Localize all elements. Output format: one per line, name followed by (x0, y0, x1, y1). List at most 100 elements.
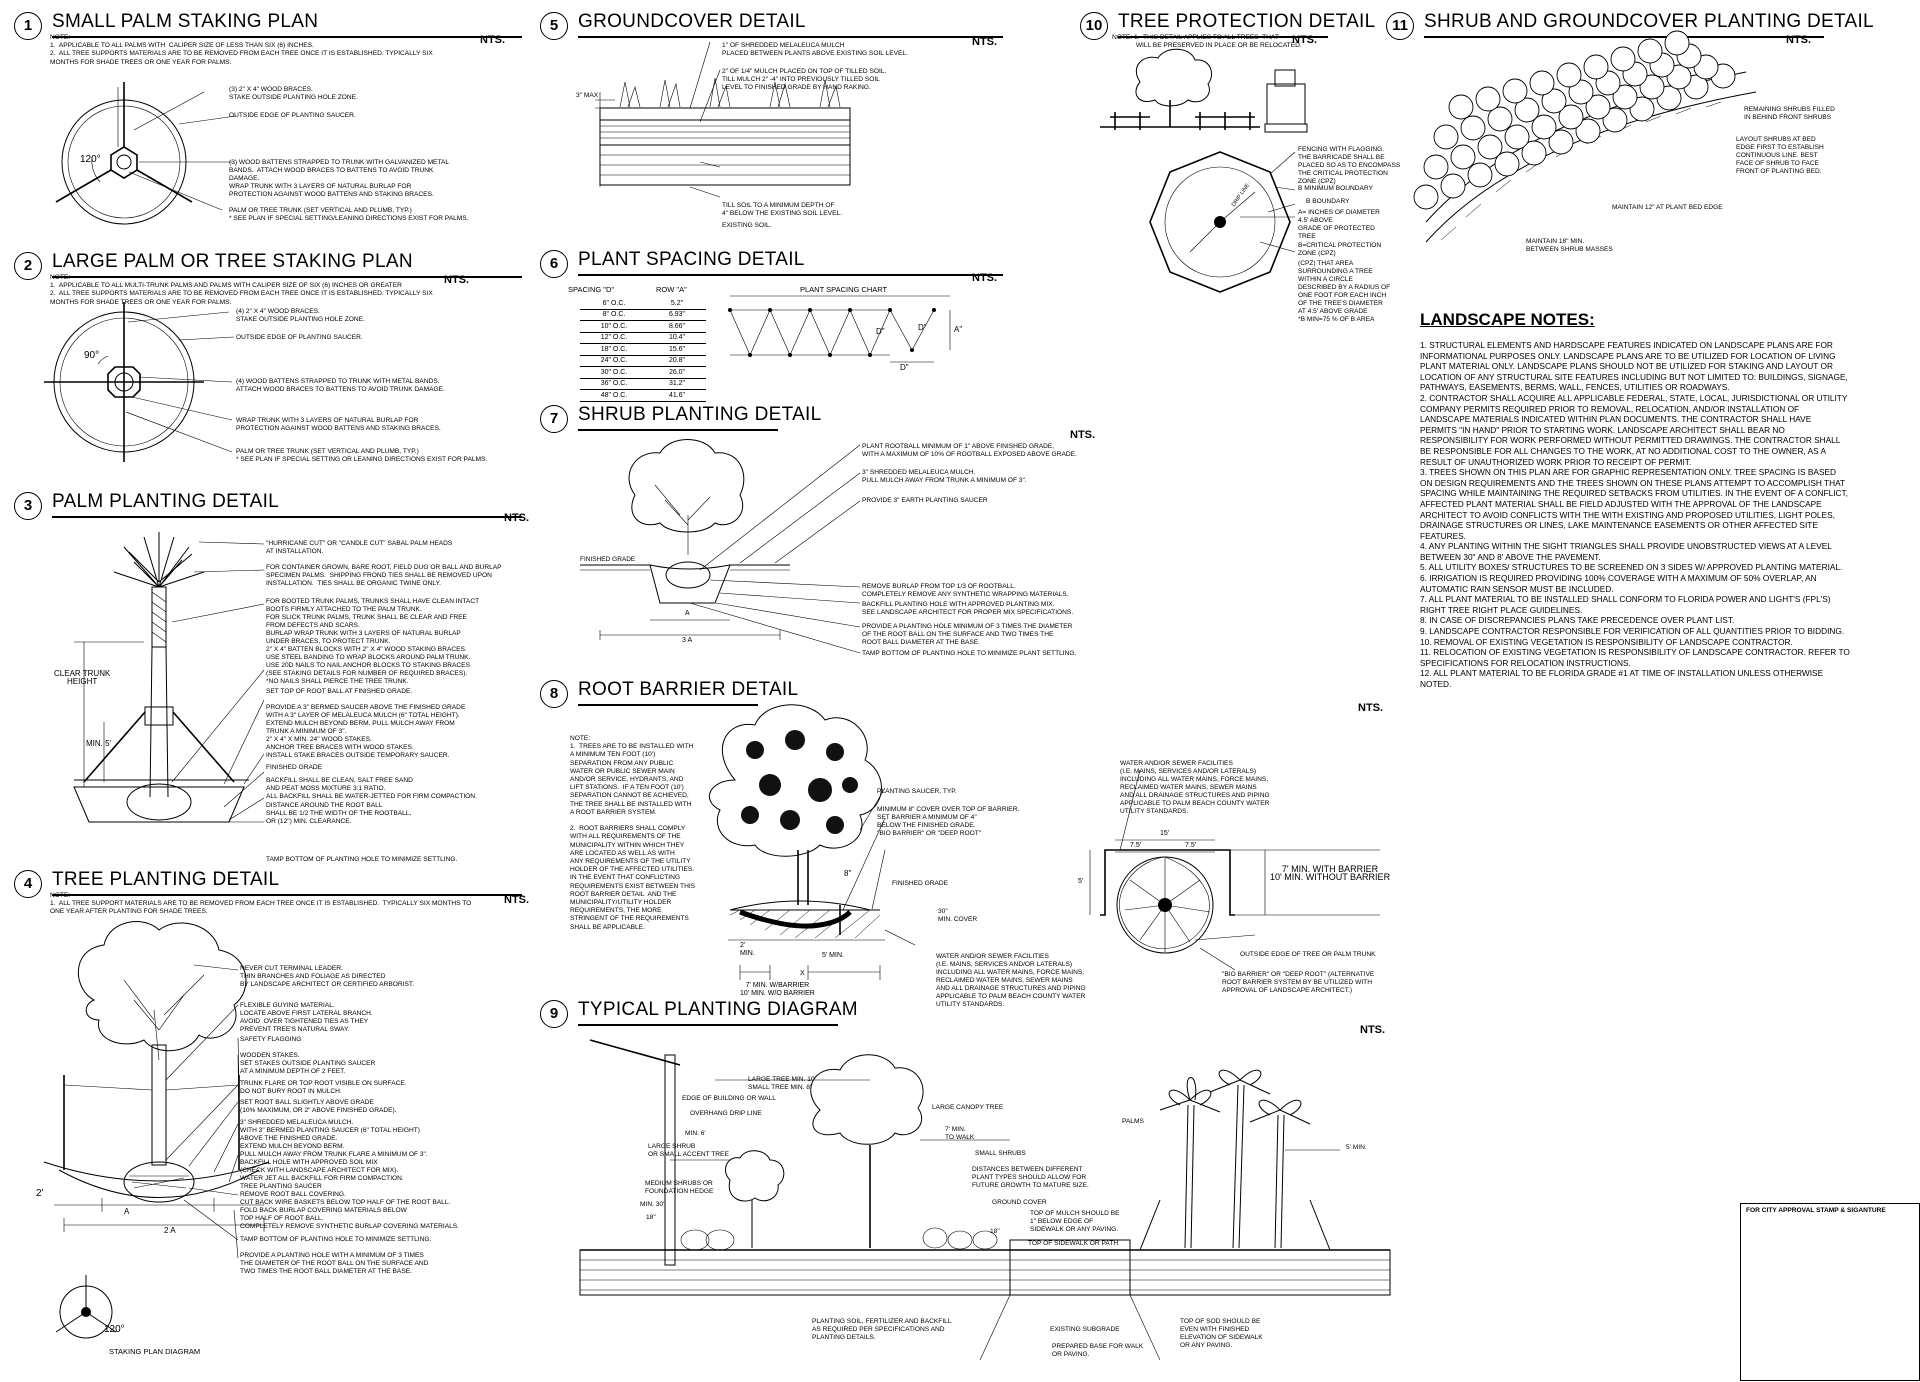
label: "BIO BARRIER" OR "DEEP ROOT" (ALTERNATIV… (1222, 971, 1375, 994)
label: PROVIDE A PLANTING HOLE MINIMUM OF 3 TIM… (862, 623, 1073, 646)
label: FOR BOOTED TRUNK PALMS, TRUNKS SHALL HAV… (266, 598, 480, 685)
spacing-value: 18" O.C. (580, 343, 648, 356)
small-palm-staking-drawing (55, 82, 237, 225)
label: SAFETY FLAGGING (240, 1036, 302, 1043)
label: 7' MIN. TO WALK (945, 1126, 975, 1141)
detail-title: SMALL PALM STAKING PLAN (52, 11, 319, 32)
shrub-mark (1514, 97, 1540, 123)
detail-title: SHRUB AND GROUNDCOVER PLANTING DETAIL (1424, 11, 1874, 32)
angle-label: 90° (84, 350, 100, 361)
landscape-note: 5. ALL UTILITY BOXES/ STRUCTURES TO BE S… (1420, 562, 1843, 573)
label: EXISTING SOIL. (722, 222, 772, 229)
detail-title: LARGE PALM OR TREE STAKING PLAN (52, 251, 413, 272)
label: 18" (646, 1214, 656, 1221)
detail-number: 3 (14, 492, 42, 520)
dim-8-label: 8" (844, 869, 852, 878)
dim-2a-label: 2 A (164, 1226, 176, 1235)
detail-title: GROUNDCOVER DETAIL (578, 11, 806, 32)
label: BACKFILL SHALL BE CLEAN, SALT FREE SAND … (266, 777, 477, 800)
nts-label: NTS. (972, 272, 998, 284)
detail-number: 9 (540, 1000, 568, 1028)
spacing-row: 6" O.C.5.2" (580, 298, 706, 310)
detail-number: 6 (540, 250, 568, 278)
label: MEDIUM SHRUBS OR FOUNDATION HEDGE (645, 1180, 714, 1195)
tree-planting-drawing (43, 921, 270, 1339)
label: FINISHED GRADE (266, 764, 323, 771)
detail-title: PLANT SPACING DETAIL (578, 249, 805, 270)
label: TILL SOIL TO A MINIMUM DEPTH OF 4" BELOW… (722, 202, 842, 217)
label: FENCING WITH FLAGGING. THE BARRICADE SHA… (1298, 146, 1401, 185)
title-underline (52, 276, 522, 278)
typical-planting-drawing (579, 1039, 1391, 1361)
label: 18" (990, 1228, 1000, 1235)
max-label: 3" MAX (576, 92, 599, 99)
shrub-mark (1477, 134, 1503, 160)
label: EXISTING SUBGRADE (1050, 1326, 1120, 1333)
shrub-mark (1433, 124, 1459, 150)
nts-label: NTS. (1070, 429, 1096, 441)
title-underline (578, 274, 1003, 276)
detail-title: TYPICAL PLANTING DIAGRAM (578, 999, 858, 1020)
nts-label: NTS. (1360, 1024, 1386, 1036)
label: REMOVE ROOT BALL COVERING. CUT BACK WIRE… (240, 1191, 459, 1230)
row-value: 10.4" (648, 332, 706, 344)
spacing-value: 6" O.C. (580, 298, 648, 310)
row-value: 41.6" (648, 389, 706, 402)
label: PALM OR TREE TRUNK (SET VERTICAL AND PLU… (229, 207, 469, 222)
label: (4) WOOD BATTENS STRAPPED TO TRUNK WITH … (236, 378, 445, 393)
landscape-note: 11. RELOCATION OF EXISTING VEGETATION IS… (1420, 647, 1850, 668)
label: PROVIDE A 3" BERMED SAUCER ABOVE THE FIN… (266, 704, 466, 759)
detail-number: 8 (540, 680, 568, 708)
shrub-mark (1558, 104, 1584, 130)
label: LARGE CANOPY TREE (932, 1104, 1004, 1111)
spacing-row: 12" O.C.10.4" (580, 332, 706, 344)
detail-number: 7 (540, 405, 568, 433)
label: 5' MIN. (1346, 1144, 1367, 1151)
label: B MINIMUM BOUNDARY (1298, 185, 1373, 192)
detail-tree-planting: 4 TREE PLANTING DETAIL NTS. NOTE: 1. ALL… (14, 869, 534, 1370)
label: MINIMUM 8" COVER OVER TOP OF BARRIER. SE… (877, 806, 1020, 837)
label: B=CRITICAL PROTECTION ZONE (CPZ) (1298, 242, 1382, 257)
row-value: 5.2" (648, 298, 706, 310)
nts-label: NTS. (504, 512, 530, 524)
spacing-row: 10" O.C.8.66" (580, 320, 706, 333)
detail-tree-protection: 10 TREE PROTECTION DETAIL NTS. NOTE: 1. … (1080, 11, 1401, 332)
detail-number: 2 (14, 252, 42, 280)
landscape-notes-title: LANDSCAPE NOTES: (1420, 310, 1595, 329)
spacing-value: 8" O.C. (580, 309, 648, 321)
label: WRAP TRUNK WITH 3 LAYERS OF NATURAL BURL… (236, 417, 441, 432)
shrub-mark (1521, 140, 1547, 166)
label: PLANT ROOTBALL MINIMUM OF 1" ABOVE FINIS… (862, 443, 1077, 458)
detail-number: 11 (1386, 12, 1414, 40)
label: GROUND COVER (992, 1199, 1047, 1206)
label: REMOVE BURLAP FROM TOP 1/3 OF ROOTBALL. … (862, 583, 1069, 598)
row-value: 20.8" (648, 355, 706, 367)
label: (3) WOOD BATTENS STRAPPED TO TRUNK WITH … (229, 159, 450, 198)
detail-note: NOTE: 1. THIS DETAIL APPLIES TO ALL TREE… (1112, 34, 1302, 50)
label: MIN. 30" (640, 1201, 666, 1208)
label: A= INCHES OF DIAMETER 4.5' ABOVE GRADE O… (1298, 209, 1380, 240)
label: PROVIDE 3" EARTH PLANTING SAUCER (862, 497, 988, 504)
landscape-note: 9. LANDSCAPE CONTRACTOR RESPONSIBLE FOR … (1420, 626, 1845, 637)
dim-x-label: X (800, 970, 805, 977)
shrub-groundcover-drawing (1413, 30, 1757, 243)
d-label: D" (900, 363, 909, 372)
shrub-mark (1413, 184, 1439, 210)
label: TRUNK FLARE OR TOP ROOT VISIBLE ON SURFA… (240, 1080, 407, 1095)
label: B BOUNDARY (1306, 198, 1350, 205)
label: SET ROOT BALL SLIGHTLY ABOVE GRADE (10% … (240, 1099, 397, 1114)
label: DISTANCES BETWEEN DIFFERENT PLANT TYPES … (972, 1166, 1089, 1189)
label: (4) 2" X 4" WOOD BRACES. STAKE OUTSIDE P… (236, 308, 365, 323)
title-underline (1424, 36, 1824, 38)
landscape-note: 6. IRRIGATION IS REQUIRED PROVIDING 100%… (1420, 573, 1817, 594)
spacing-table: 6" O.C.5.2"8" O.C.6.93"10" O.C.8.66"12" … (580, 298, 706, 402)
label: BACKFILL HOLE WITH APPROVED SOIL MIX (CH… (240, 1159, 404, 1190)
label: TAMP BOTTOM OF PLANTING HOLE TO MINIMIZE… (266, 856, 458, 863)
label: LARGE SHRUB OR SMALL ACCENT TREE (648, 1143, 729, 1158)
label: TOP OF SOD SHOULD BE EVEN WITH FINISHED … (1180, 1318, 1263, 1349)
nts-label: NTS. (444, 274, 470, 286)
shrub-mark (1585, 94, 1611, 120)
spacing-chart-drawing (728, 295, 951, 363)
label: 3" SHREDDED MELALEUCA MULCH. PULL MULCH … (862, 469, 1027, 484)
label: TAMP BOTTOM OF PLANTING HOLE TO MINIMIZE… (240, 1236, 432, 1243)
